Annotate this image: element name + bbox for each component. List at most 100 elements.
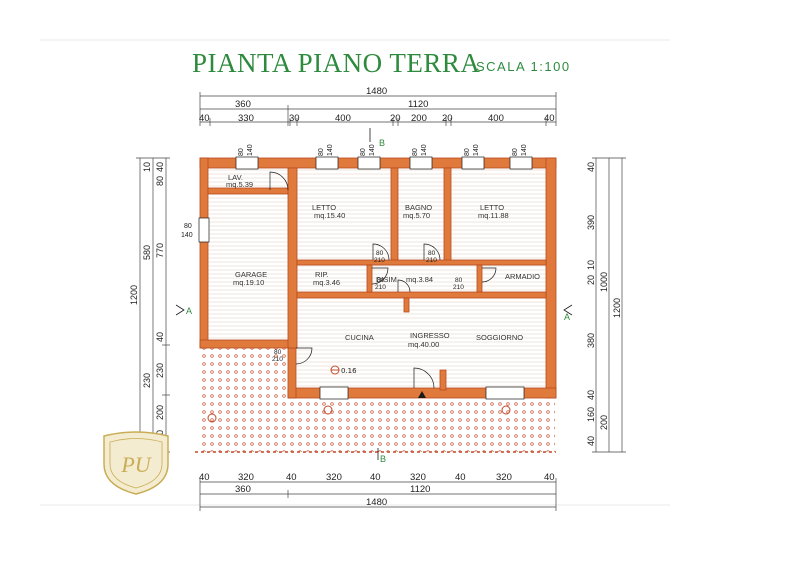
dim-left-outer: 230 <box>142 373 152 388</box>
dim-left-inner: 80 <box>155 176 165 186</box>
room-area: mq.3.46 <box>313 278 340 287</box>
room-name: DISIM. <box>376 275 399 284</box>
dim-right-inner: 380 <box>586 333 596 348</box>
dim-left-overall: 1200 <box>129 285 139 305</box>
room-area: mq.19.10 <box>233 278 264 287</box>
dim-top-seg: 400 <box>335 113 351 124</box>
dim-right-inner: 40 <box>586 390 596 400</box>
dim-bottom-seg: 320 <box>238 472 254 483</box>
right-dimensions <box>592 157 626 453</box>
drain-icon <box>323 405 333 415</box>
dim-bottom-360: 360 <box>235 484 251 495</box>
door-label: 210 <box>272 356 283 363</box>
room-area: mq.5.70 <box>403 211 430 220</box>
top-dimensions <box>199 92 557 126</box>
dim-bottom-seg: 320 <box>326 472 342 483</box>
dim-bottom-seg: 40 <box>544 472 555 483</box>
window-side-label: 140 <box>181 232 193 239</box>
window-side-label: 80 <box>184 223 192 230</box>
dim-overall-top: 1480 <box>366 86 387 97</box>
room-name: SOGGIORNO <box>476 333 523 342</box>
room-name: RIP. <box>315 270 329 279</box>
section-marker-a: A <box>186 306 192 316</box>
window-label: 80 <box>464 148 471 156</box>
section-marker-b: B <box>380 454 386 464</box>
door-swings <box>269 171 497 389</box>
door-label: 210 <box>453 284 464 291</box>
room-name: LETTO <box>480 203 504 212</box>
section-marker-a: A <box>564 312 570 322</box>
dim-bottom-seg: 320 <box>496 472 512 483</box>
dim-top-1120: 1120 <box>408 99 428 110</box>
window-label: 80 <box>360 148 367 156</box>
room-name: INGRESSO <box>410 331 450 340</box>
door-label: 80 <box>376 250 384 257</box>
dim-bottom-seg: 40 <box>286 472 297 483</box>
section-marker-b: B <box>379 138 385 148</box>
door-label: 210 <box>426 257 437 264</box>
room-name: ARMADIO <box>505 272 540 281</box>
window-label: 80 <box>238 148 245 156</box>
dim-top-seg: 200 <box>411 113 427 124</box>
paved-area-front <box>290 398 555 452</box>
drain-icon <box>501 405 511 415</box>
room-area: mq.3.84 <box>406 275 433 284</box>
dim-bottom-seg: 40 <box>455 472 466 483</box>
level-label: 0.16 <box>341 367 357 375</box>
entrance-arrow-icon <box>418 391 426 398</box>
dim-overall-bottom: 1480 <box>366 497 387 508</box>
dim-top-seg: 40 <box>199 113 210 124</box>
room-area: mq.40.00 <box>408 340 439 349</box>
dim-bottom-seg: 40 <box>370 472 381 483</box>
window-label: 140 <box>369 144 376 156</box>
dim-left-inner: 200 <box>155 405 165 420</box>
dim-right-outer: 200 <box>599 415 609 430</box>
room-name: LETTO <box>312 203 336 212</box>
dim-right-inner: 160 <box>586 407 596 422</box>
dim-left-outer: 10 <box>142 162 152 172</box>
drain-icon <box>207 413 217 423</box>
dim-left-inner: 770 <box>155 243 165 258</box>
window-label: 80 <box>512 148 519 156</box>
dim-right-inner: 10 <box>586 260 596 270</box>
dim-right-inner: 20 <box>586 275 596 285</box>
dim-top-seg: 20 <box>390 113 401 124</box>
room-name: BAGNO <box>405 203 432 212</box>
dim-top-seg: 20 <box>442 113 453 124</box>
door-label: 80 <box>428 250 436 257</box>
dim-bottom-seg: 40 <box>199 472 210 483</box>
dim-right-inner: 390 <box>586 215 596 230</box>
paved-area-left <box>200 340 290 452</box>
agency-seal-logo: PU <box>103 431 169 495</box>
dim-left-inner: 40 <box>155 332 165 342</box>
dim-bottom-1120: 1120 <box>410 484 430 495</box>
window-label: 140 <box>473 144 480 156</box>
window-label: 80 <box>412 148 419 156</box>
dim-top-seg: 40 <box>544 113 555 124</box>
room-area: mq.15.40 <box>314 211 345 220</box>
windows <box>198 156 533 400</box>
dim-top-360: 360 <box>235 99 251 110</box>
window-label: 140 <box>521 144 528 156</box>
door-label: 80 <box>274 349 282 356</box>
room-area: mq.11.88 <box>478 211 509 220</box>
window-label: 140 <box>327 144 334 156</box>
door-label: 80 <box>377 277 385 284</box>
room-name: LAV. <box>228 173 243 182</box>
room-name: GARAGE <box>235 270 267 279</box>
dim-left-inner: 230 <box>155 363 165 378</box>
scale-label: SCALA 1:100 <box>476 59 571 74</box>
door-label: 80 <box>455 277 463 284</box>
dim-right-outer: 1000 <box>599 272 609 292</box>
dim-bottom-seg: 320 <box>410 472 426 483</box>
room-floors <box>206 168 546 390</box>
section-lines <box>175 128 573 460</box>
window-label: 80 <box>318 148 325 156</box>
dim-top-seg: 330 <box>238 113 254 124</box>
door-label: 210 <box>374 257 385 264</box>
window-label: 140 <box>421 144 428 156</box>
dim-top-seg: 30 <box>289 113 300 124</box>
dim-top-seg: 400 <box>488 113 504 124</box>
room-name: CUCINA <box>345 333 374 342</box>
